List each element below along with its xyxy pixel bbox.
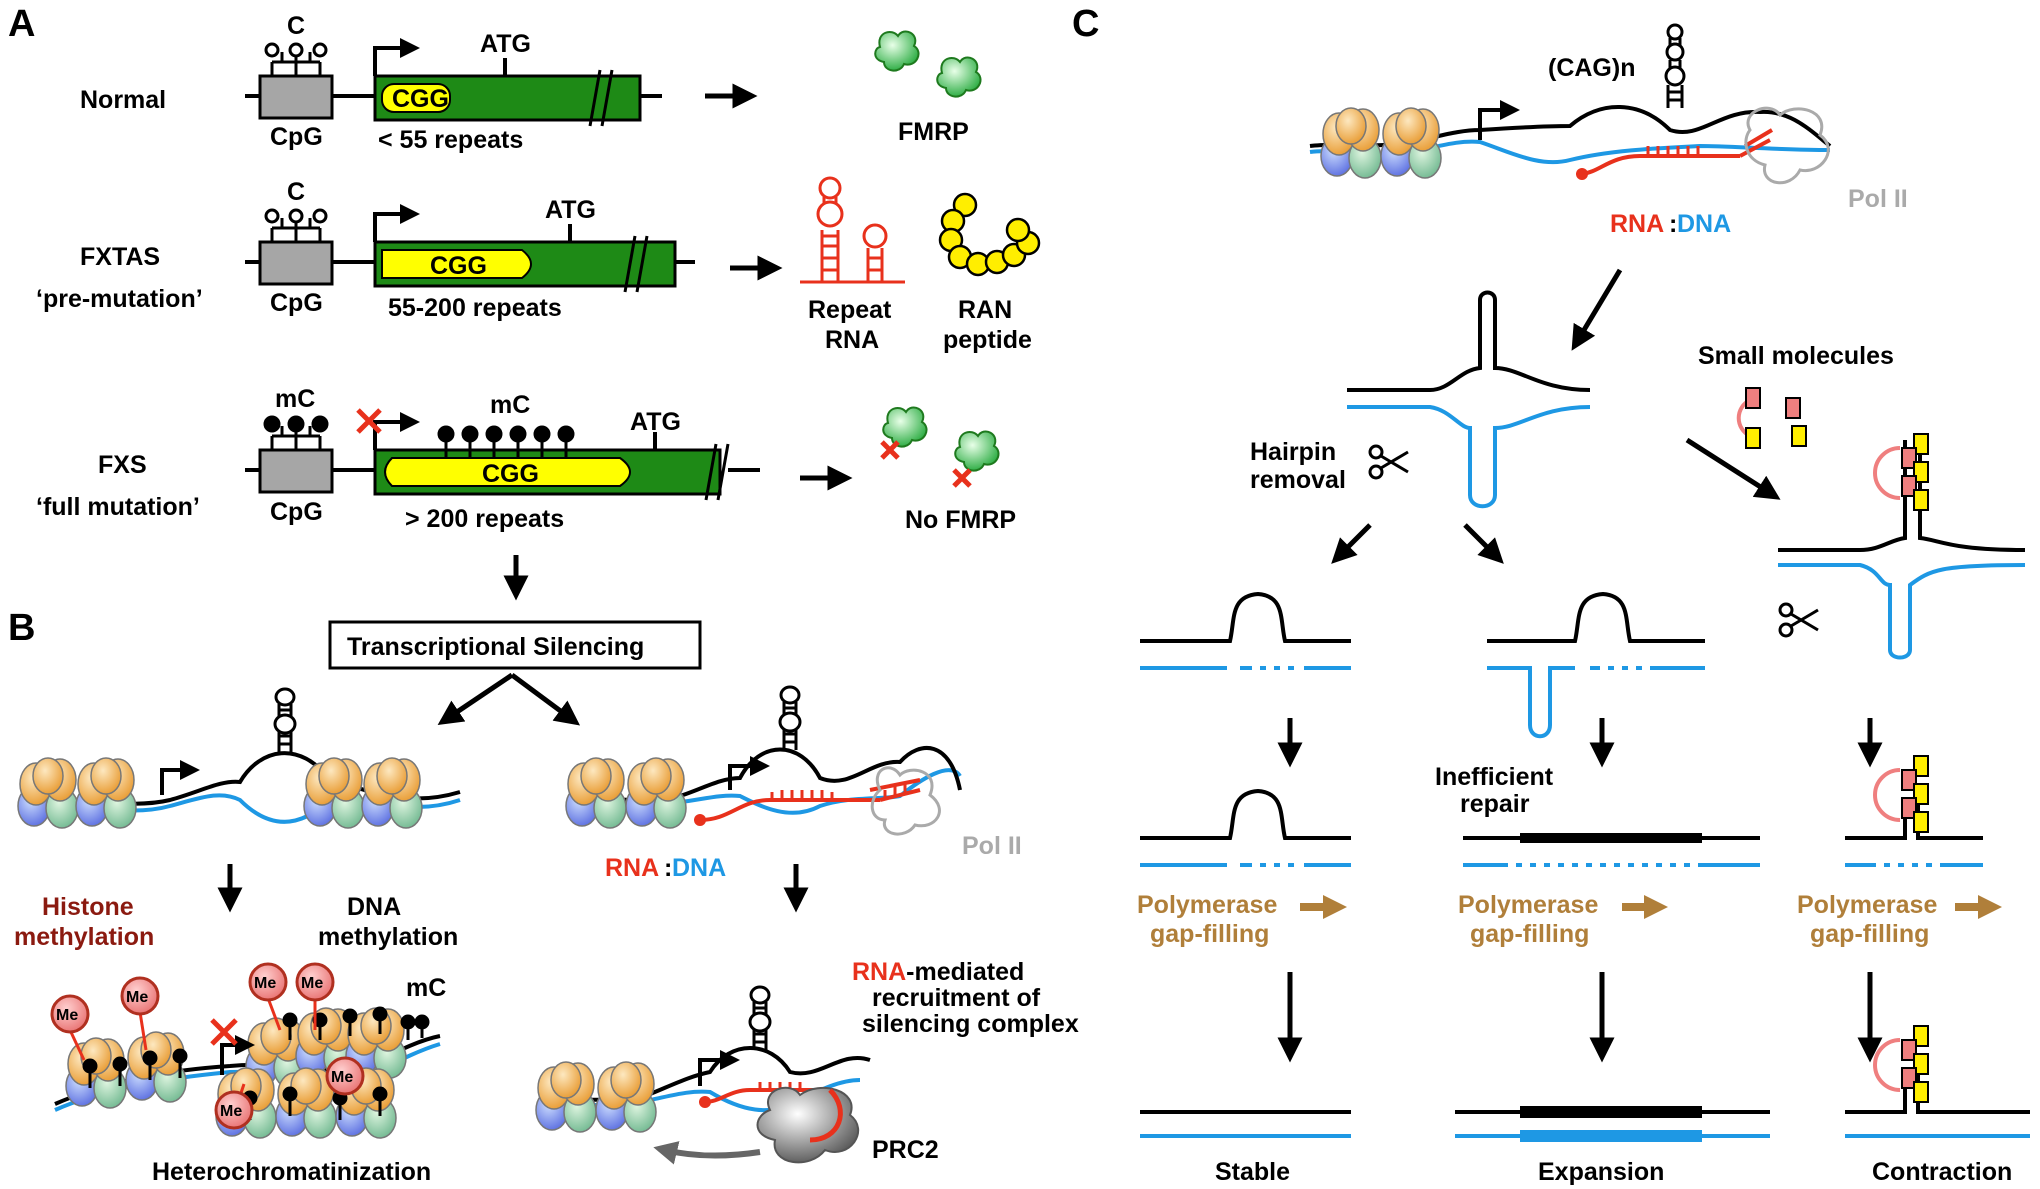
gap-label-2: gap-filling [1470, 920, 1589, 948]
me-mark: Me [126, 989, 148, 1006]
colon-label-c: : [1669, 210, 1677, 238]
me-mark: Me [220, 1103, 242, 1120]
rna-label: RNA [605, 854, 659, 882]
cag-label: (CAG)n [1548, 54, 1635, 82]
recruit-label: recruitment of [872, 984, 1041, 1012]
ineff-label: Inefficient [1435, 763, 1554, 791]
me-mark: Me [56, 1007, 78, 1024]
cpg-label: CpG [270, 289, 323, 317]
outcome-contraction: Contraction [1872, 1158, 2012, 1186]
row-fxtas: FXTAS ‘pre-mutation’ C CpG CGG ATG 55-20… [36, 176, 1041, 354]
repeat-count: > 200 repeats [405, 505, 564, 533]
me-mark: Me [254, 975, 276, 992]
pol-ii-label: Pol II [962, 832, 1022, 860]
product-peptide: peptide [943, 326, 1032, 354]
panel-label-b: B [8, 607, 35, 649]
product-ran: RAN [958, 296, 1012, 324]
mc-label: mC [275, 385, 315, 413]
silencing-box: Transcriptional Silencing [347, 633, 644, 661]
repeat-count: 55-200 repeats [388, 294, 562, 322]
gap-label-3: gap-filling [1810, 920, 1929, 948]
cpg-label: CpG [270, 498, 323, 526]
outcome-stable: Stable [1215, 1158, 1290, 1186]
histone-label: Histone [42, 893, 134, 921]
atg-label: ATG [630, 408, 681, 436]
atg-label: ATG [480, 30, 531, 58]
small-molecules-label: Small molecules [1698, 342, 1894, 370]
panel-label-a: A [8, 3, 35, 45]
gap-label-1: gap-filling [1150, 920, 1269, 948]
repeat-label: CGG [392, 85, 449, 113]
poly-label-3: Polymerase [1797, 891, 1937, 919]
c-label: C [287, 12, 305, 40]
repeat-label: CGG [482, 460, 539, 488]
dna-methylation-label: DNA [347, 893, 401, 921]
poly-label-2: Polymerase [1458, 891, 1598, 919]
poly-label-1: Polymerase [1137, 891, 1277, 919]
row-fxs: FXS ‘full mutation’ mC CpG CGG mC ATG [36, 385, 1016, 601]
panel-label-c: C [1072, 3, 1099, 45]
pol-ii-label-c: Pol II [1848, 185, 1908, 213]
row-label-normal: Normal [80, 86, 166, 114]
repeat-count: < 55 repeats [378, 126, 523, 154]
row-sublabel-fxtas: ‘pre-mutation’ [36, 285, 203, 313]
product-fmrp: FMRP [898, 118, 969, 146]
dna-methylation-label-2: methylation [318, 923, 458, 951]
repair-label: repair [1460, 790, 1530, 818]
colon-label: : [664, 854, 672, 882]
panel-c: (CAG)n RNA : DNA Pol II Hairpin removal … [1137, 23, 2030, 1186]
mc-label-b: mC [406, 974, 446, 1002]
row-label-fxtas: FXTAS [80, 243, 160, 271]
row-label-fxs: FXS [98, 451, 147, 479]
hetero-label: Heterochromatinization [152, 1158, 431, 1186]
dna-label-c: DNA [1677, 210, 1731, 238]
product-repeat: Repeat [808, 296, 892, 324]
cpg-label: CpG [270, 123, 323, 151]
row-sublabel-fxs: ‘full mutation’ [36, 493, 200, 521]
histone-label-2: methylation [14, 923, 154, 951]
atg-label: ATG [545, 196, 596, 224]
panel-b: Transcriptional Silencing Histone methyl… [14, 620, 1079, 1186]
mc-label-2: mC [490, 391, 530, 419]
outcome-expansion: Expansion [1538, 1158, 1664, 1186]
hairpin-label: Hairpin [1250, 438, 1336, 466]
product-rna: RNA [825, 326, 879, 354]
c-label: C [287, 178, 305, 206]
prc2-label: PRC2 [872, 1136, 939, 1164]
repeat-label: CGG [430, 252, 487, 280]
rna-med-label: RNA-mediated [852, 958, 1024, 986]
removal-label: removal [1250, 466, 1346, 494]
me-mark: Me [301, 975, 323, 992]
row-normal: Normal C CpG CGG ATG < 55 repeats FMRP [80, 12, 982, 154]
dna-label: DNA [672, 854, 726, 882]
rna-label-c: RNA [1610, 210, 1664, 238]
product-no-fmrp: No FMRP [905, 506, 1016, 534]
me-mark: Me [331, 1069, 353, 1086]
complex-label: silencing complex [862, 1010, 1079, 1038]
